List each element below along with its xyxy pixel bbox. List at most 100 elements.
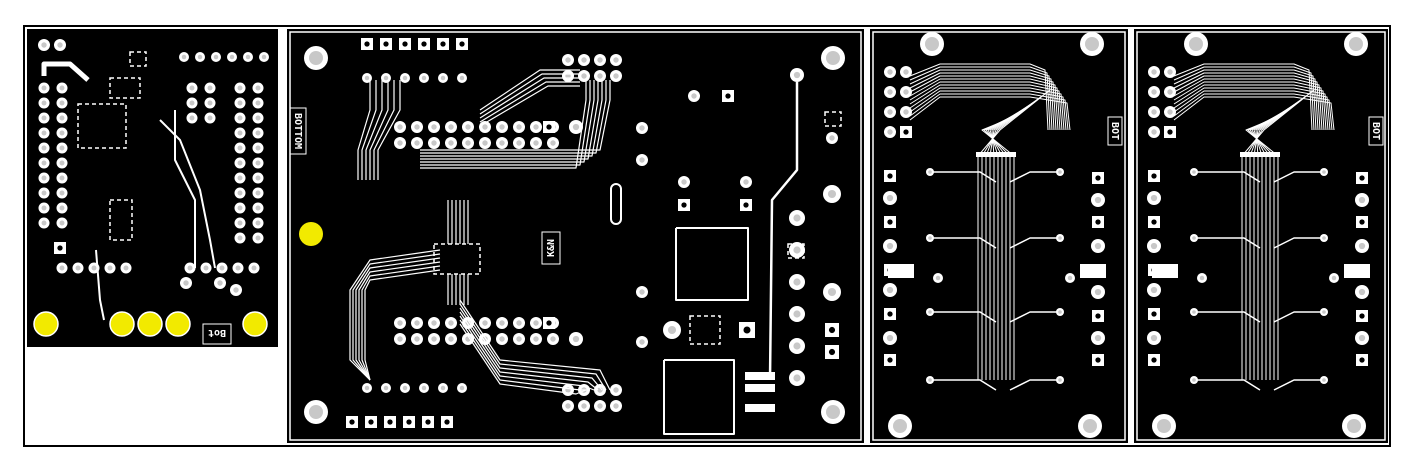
pad-drill bbox=[59, 130, 65, 136]
pad-drill bbox=[459, 385, 465, 391]
pad-drill bbox=[448, 140, 454, 146]
pad-drill bbox=[597, 403, 603, 409]
pad-drill bbox=[516, 140, 522, 146]
pad-drill bbox=[431, 320, 437, 326]
pad-drill bbox=[928, 236, 932, 240]
mounting-hole-drill bbox=[1349, 37, 1363, 51]
pad-drill bbox=[364, 41, 370, 47]
pad-drill bbox=[1151, 109, 1157, 115]
main-bottom-silk-box: BOTTOM bbox=[289, 107, 307, 155]
pad-drill bbox=[639, 339, 645, 345]
pad-drill bbox=[1067, 275, 1073, 281]
pad-drill bbox=[237, 190, 243, 196]
pad-drill bbox=[1151, 129, 1157, 135]
pad-drill bbox=[444, 419, 450, 425]
pad-drill bbox=[828, 326, 836, 334]
pad-drill bbox=[533, 140, 539, 146]
pad-drill bbox=[1058, 170, 1062, 174]
trace bbox=[1241, 89, 1315, 380]
mounting-hole-drill bbox=[309, 405, 323, 419]
pad-drill bbox=[41, 115, 47, 121]
left-module-silk-box: Bot bbox=[202, 323, 232, 345]
trace bbox=[1273, 237, 1324, 249]
pad-drill bbox=[793, 214, 801, 222]
trace bbox=[459, 299, 611, 391]
pad-drill bbox=[41, 42, 47, 48]
trace bbox=[479, 77, 580, 119]
pad-drill bbox=[402, 41, 408, 47]
trace bbox=[930, 237, 997, 249]
pad-drill bbox=[886, 286, 894, 294]
pad-drill bbox=[581, 57, 587, 63]
pad-drill bbox=[533, 320, 539, 326]
test-pad bbox=[299, 222, 323, 246]
pad-drill bbox=[928, 170, 932, 174]
pad-drill bbox=[1094, 334, 1102, 342]
pad-drill bbox=[743, 202, 749, 208]
trace bbox=[909, 72, 1055, 131]
pad-drill bbox=[499, 320, 505, 326]
pad-drill bbox=[414, 124, 420, 130]
trace bbox=[1273, 171, 1324, 183]
smd-outline bbox=[824, 111, 842, 127]
pad-drill bbox=[1322, 378, 1326, 382]
pad-drill bbox=[41, 190, 47, 196]
pad-drill bbox=[421, 41, 427, 47]
pad-drill bbox=[414, 140, 420, 146]
main-kn-silk-box: K&N bbox=[541, 231, 561, 265]
pad-drill bbox=[237, 205, 243, 211]
seg2-silk-box: BOT bbox=[1368, 116, 1384, 146]
pad-drill bbox=[1359, 219, 1365, 225]
pad-drill bbox=[59, 265, 65, 271]
pad-drill bbox=[1358, 334, 1366, 342]
trace bbox=[1273, 311, 1324, 323]
pad-drill bbox=[499, 336, 505, 342]
trace bbox=[1009, 237, 1060, 249]
pad-drill bbox=[572, 335, 580, 343]
smd-pad bbox=[1344, 264, 1370, 278]
pad-drill bbox=[59, 220, 65, 226]
pad-drill bbox=[743, 326, 751, 334]
pad-drill bbox=[793, 374, 801, 382]
pad-drill bbox=[402, 385, 408, 391]
smd-outline bbox=[787, 243, 805, 259]
pad-drill bbox=[402, 75, 408, 81]
pad-drill bbox=[691, 93, 697, 99]
panel-outline bbox=[23, 25, 1391, 447]
trace bbox=[1173, 93, 1333, 131]
left-module-silkscreen: Bot bbox=[208, 327, 226, 338]
pad-drill bbox=[397, 336, 403, 342]
smd-pad bbox=[1152, 264, 1178, 278]
smd-pad bbox=[745, 384, 775, 392]
pad-drill bbox=[546, 320, 552, 326]
pad-drill bbox=[41, 100, 47, 106]
trace bbox=[377, 80, 401, 180]
trace bbox=[1173, 84, 1327, 131]
test-pad bbox=[33, 311, 59, 337]
pad-drill bbox=[237, 175, 243, 181]
ic-outline bbox=[433, 243, 481, 275]
pad-drill bbox=[107, 265, 113, 271]
component-outline bbox=[663, 359, 735, 435]
pad-drill bbox=[181, 54, 187, 60]
pad-drill bbox=[1199, 275, 1205, 281]
pad-drill bbox=[581, 73, 587, 79]
pad-drill bbox=[448, 124, 454, 130]
pad-drill bbox=[57, 42, 63, 48]
pad-drill bbox=[516, 336, 522, 342]
pad-drill bbox=[245, 54, 251, 60]
pad-drill bbox=[1150, 286, 1158, 294]
pad-drill bbox=[440, 75, 446, 81]
pad-drill bbox=[613, 387, 619, 393]
pad-drill bbox=[59, 205, 65, 211]
pad-drill bbox=[639, 125, 645, 131]
trace bbox=[420, 80, 595, 163]
test-pad bbox=[109, 311, 135, 337]
pad-drill bbox=[229, 54, 235, 60]
trace bbox=[420, 80, 587, 169]
trace bbox=[930, 171, 997, 183]
trace bbox=[930, 379, 997, 391]
pad-drill bbox=[1094, 196, 1102, 204]
pad-drill bbox=[499, 124, 505, 130]
